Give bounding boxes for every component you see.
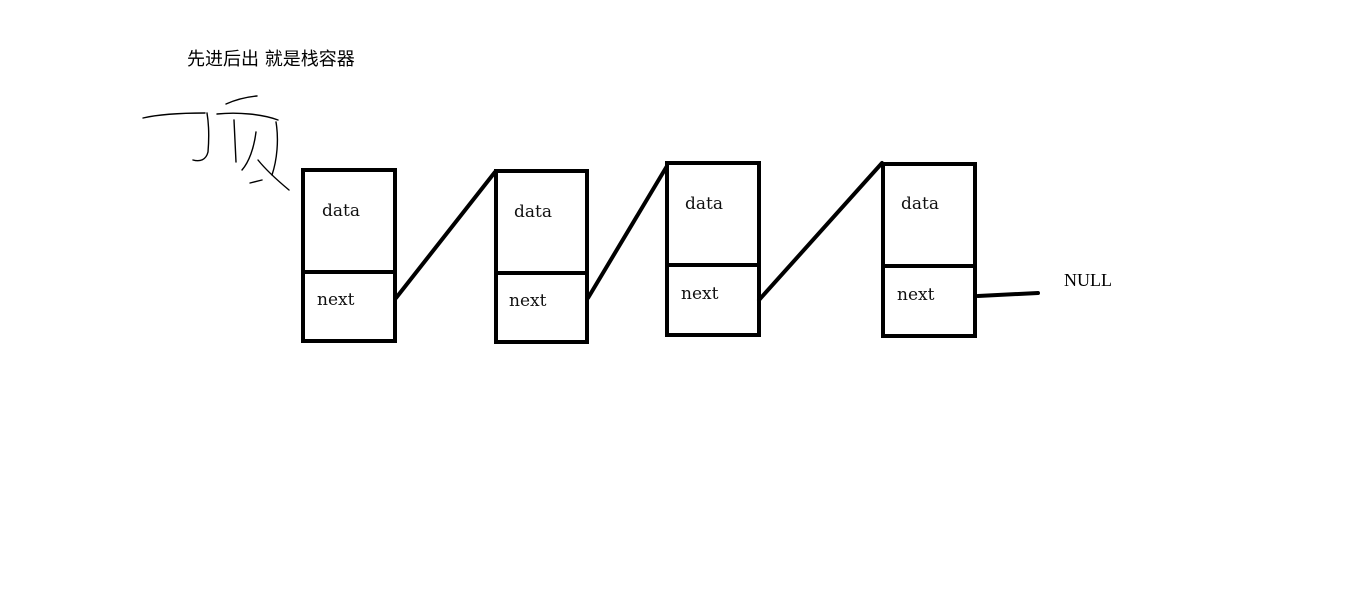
list-node: data next	[494, 169, 589, 344]
data-label: data	[514, 202, 552, 222]
link-arrow-3	[757, 161, 884, 302]
node-next-cell: next	[498, 271, 585, 340]
next-label: next	[897, 285, 935, 305]
next-label: next	[317, 290, 355, 310]
data-label: data	[901, 194, 939, 214]
link-arrow-1	[394, 170, 497, 300]
list-node: data next	[881, 162, 977, 338]
node-next-cell: next	[669, 263, 757, 333]
next-label: next	[509, 291, 547, 311]
link-arrow-2	[586, 164, 669, 300]
null-label: NULL	[1064, 270, 1112, 290]
diagram-title: 先进后出 就是栈容器	[187, 49, 355, 70]
node-data-cell: data	[305, 172, 393, 274]
list-node: data next	[301, 168, 397, 343]
node-data-cell: data	[669, 165, 757, 267]
node-next-cell: next	[885, 264, 973, 334]
node-data-cell: data	[885, 166, 973, 268]
data-label: data	[685, 194, 723, 214]
node-data-cell: data	[498, 173, 585, 275]
data-label: data	[322, 201, 360, 221]
node-next-cell: next	[305, 270, 393, 339]
link-to-null	[976, 291, 1040, 298]
list-node: data next	[665, 161, 761, 337]
next-label: next	[681, 284, 719, 304]
